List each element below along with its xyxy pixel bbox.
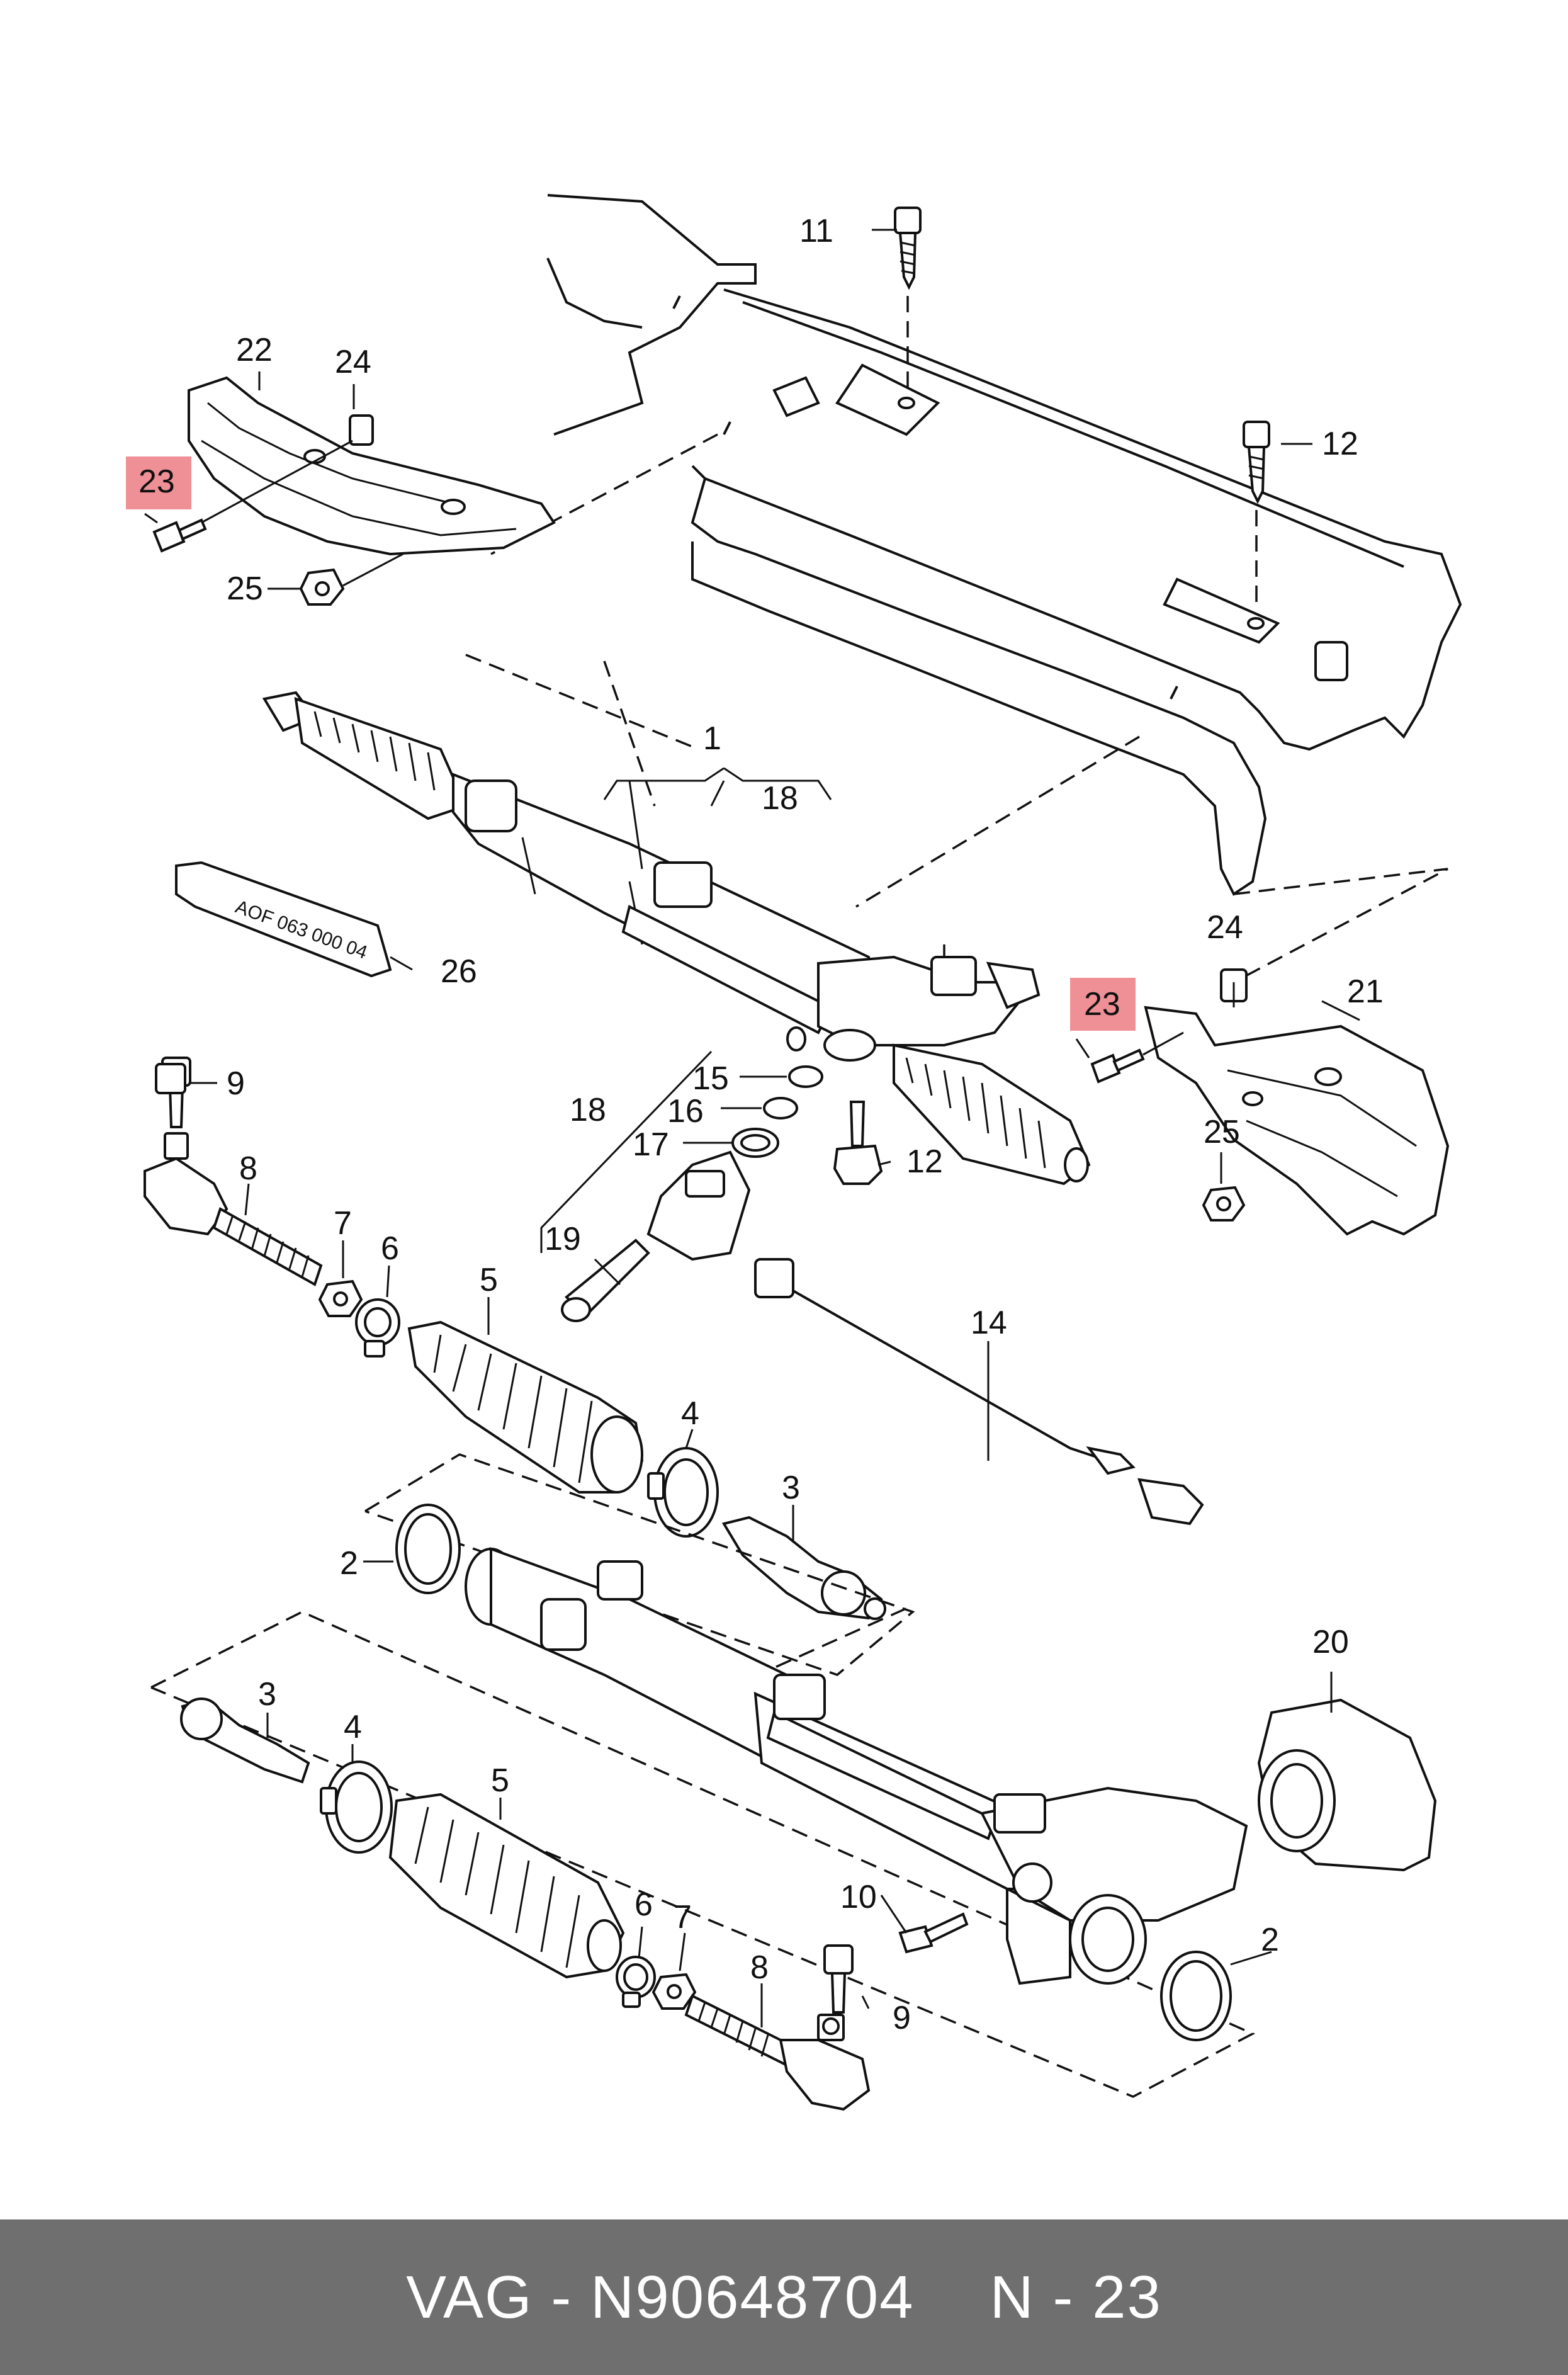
callout-19: 19 bbox=[544, 1221, 581, 1257]
callout-9-bottom: 9 bbox=[893, 2000, 911, 2036]
callout-11: 11 bbox=[799, 213, 833, 249]
steering-rack-assembly bbox=[262, 691, 1091, 1186]
callout-20: 20 bbox=[1312, 1624, 1349, 1660]
clamp-6-top bbox=[355, 1298, 400, 1358]
callout-2-right: 2 bbox=[1261, 1922, 1279, 1958]
bolt-9-top bbox=[155, 1063, 186, 1094]
bolt-12-lower bbox=[833, 1101, 883, 1185]
nut-25-left bbox=[299, 568, 345, 606]
bolt-10 bbox=[898, 1912, 969, 1954]
callout-6-top: 6 bbox=[381, 1230, 399, 1267]
heat-shield-right bbox=[1144, 968, 1450, 1236]
callout-7-bottom: 7 bbox=[674, 1899, 692, 1936]
callout-3-top: 3 bbox=[782, 1470, 800, 1506]
nut-7-top bbox=[318, 1279, 363, 1317]
callout-5-bottom: 5 bbox=[491, 1762, 509, 1799]
inner-tie-rod-bottom bbox=[180, 1698, 310, 1784]
highlight-23-right bbox=[1070, 978, 1136, 1031]
callout-18-lower: 18 bbox=[570, 1092, 606, 1128]
bolt-23-right bbox=[1090, 1048, 1145, 1084]
callout-23-right: 23 bbox=[1084, 986, 1120, 1023]
callout-5-top: 5 bbox=[480, 1262, 498, 1298]
bolt-9-bottom bbox=[823, 1944, 854, 2014]
seal-rings bbox=[731, 1065, 823, 1158]
clamp-6-bottom bbox=[616, 1956, 656, 2008]
sensor-19 bbox=[561, 1150, 751, 1322]
callout-4-bottom: 4 bbox=[344, 1709, 362, 1745]
seal-ring-2-top bbox=[395, 1504, 461, 1594]
callout-22: 22 bbox=[236, 332, 273, 368]
nut-7-bottom bbox=[651, 1973, 697, 2010]
callout-8-top: 8 bbox=[239, 1150, 257, 1187]
callout-4-top: 4 bbox=[681, 1395, 699, 1432]
bolt-11 bbox=[894, 207, 922, 390]
callout-25-right: 25 bbox=[1204, 1114, 1240, 1150]
subframe bbox=[546, 194, 1462, 896]
clamp-4-top bbox=[647, 1447, 719, 1538]
callout-25-left: 25 bbox=[227, 570, 263, 607]
exploded-parts-diagram: AOF 063 000 04 bbox=[126, 194, 1462, 2111]
highlight-23-left bbox=[126, 456, 191, 509]
callout-3-bottom: 3 bbox=[258, 1676, 276, 1713]
sensor-cable bbox=[754, 1258, 1204, 1526]
callout-6-bottom: 6 bbox=[635, 1886, 653, 1923]
callout-18-top: 18 bbox=[762, 780, 798, 817]
callout-26: 26 bbox=[441, 953, 477, 990]
callout-10: 10 bbox=[840, 1879, 877, 1915]
callout-15: 15 bbox=[692, 1060, 729, 1097]
callout-2-left: 2 bbox=[340, 1545, 358, 1582]
boot-top bbox=[407, 1320, 644, 1494]
footer-bar: VAG - N90648704 N - 23 bbox=[0, 2219, 1568, 2375]
callout-24-left: 24 bbox=[335, 344, 371, 380]
callout-12-lower: 12 bbox=[906, 1143, 943, 1180]
nut-25-right bbox=[1202, 1186, 1246, 1222]
heat-shield-left bbox=[188, 376, 556, 556]
callout-9-top: 9 bbox=[227, 1065, 245, 1102]
boot-bottom bbox=[388, 1793, 625, 1979]
dust-cap-20 bbox=[1257, 1698, 1437, 1872]
callout-16: 16 bbox=[667, 1093, 704, 1130]
bolt-23-left bbox=[152, 518, 207, 553]
callout-7-top: 7 bbox=[334, 1205, 352, 1242]
callout-17: 17 bbox=[633, 1126, 669, 1163]
callout-reference: N - 23 bbox=[990, 2263, 1162, 2331]
tie-rod-end-bottom bbox=[684, 1994, 871, 2111]
callout-14: 14 bbox=[971, 1305, 1007, 1341]
callout-12-top: 12 bbox=[1322, 426, 1358, 462]
seal-ring-2-bottom bbox=[1160, 1951, 1232, 2041]
callout-1: 1 bbox=[703, 720, 721, 757]
inner-tie-rod-top bbox=[721, 1516, 886, 1620]
callout-8-bottom: 8 bbox=[750, 1949, 769, 1986]
callout-labels: 22 24 23 25 11 12 1 18 26 24 21 23 25 15… bbox=[138, 213, 1384, 2036]
grease-tube: AOF 063 000 04 bbox=[175, 861, 392, 978]
callout-23-left: 23 bbox=[138, 463, 175, 500]
clamp-4-bottom bbox=[320, 1760, 393, 1854]
callout-24-right: 24 bbox=[1207, 909, 1243, 946]
rack-housing-lower bbox=[465, 1547, 1248, 1985]
leader-lines bbox=[144, 229, 1360, 2027]
bolt-12-top bbox=[1243, 421, 1270, 611]
brand-part-number: VAG - N90648704 bbox=[406, 2263, 915, 2331]
callout-21: 21 bbox=[1347, 973, 1384, 1010]
